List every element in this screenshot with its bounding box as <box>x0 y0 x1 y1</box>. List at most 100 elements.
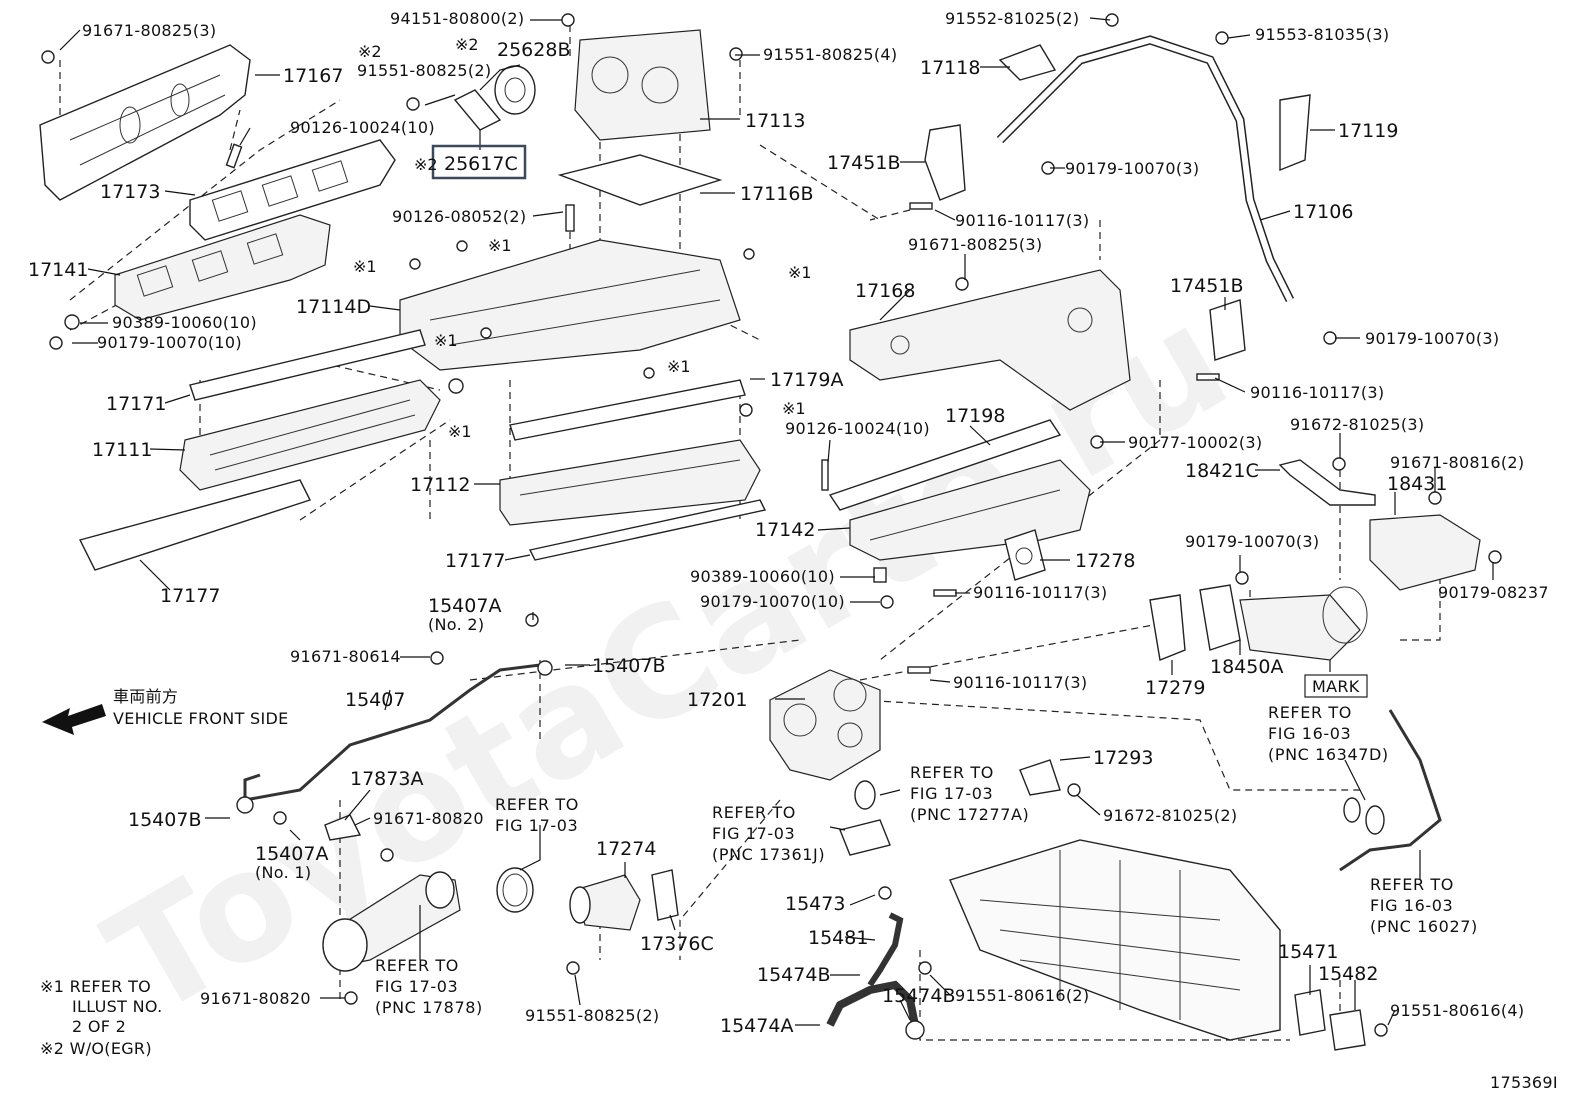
label-17113: 17113 <box>745 110 805 132</box>
highlight-box-25617C <box>431 144 527 180</box>
note-x1: ※1 <box>434 331 458 350</box>
label-17177-right: 17177 <box>445 550 505 572</box>
legend: ※1 REFER TO ILLUST NO. 2 OF 2 ※2 W/O(EGR… <box>40 977 162 1058</box>
label-fastener: 90389-10060(10) <box>112 313 257 332</box>
label-15407: 15407 <box>345 689 405 711</box>
refer-3-line3: (PNC 17361J) <box>712 845 825 864</box>
legend-note1-line1: ※1 REFER TO <box>40 977 151 996</box>
label-18450A: 18450A <box>1210 656 1283 678</box>
label-17293: 17293 <box>1093 747 1153 769</box>
label-fastener: 90179-10070(10) <box>97 333 242 352</box>
label-18431: 18431 <box>1387 473 1447 495</box>
label-17106: 17106 <box>1293 201 1353 223</box>
mark-box <box>1304 674 1368 698</box>
intake-17114D <box>399 239 741 371</box>
engine-block <box>949 839 1281 1041</box>
label-fastener: 91551-80825(2) <box>357 61 491 80</box>
label-fastener: 91551-80616(2) <box>955 986 1089 1005</box>
throttle-body-17113 <box>574 29 711 141</box>
label-15481: 15481 <box>808 927 868 949</box>
label-fastener: 91671-80614 <box>290 647 401 666</box>
turbocharger-17201 <box>769 669 881 781</box>
front-label-jp: 車両前方 <box>113 687 178 706</box>
note-x1: ※1 <box>788 263 812 282</box>
refer-1-line2: FIG 16-03 <box>1268 724 1351 743</box>
label-17198: 17198 <box>945 405 1005 427</box>
label-fastener: 90389-10060(10) <box>690 567 835 586</box>
label-fastener: 91553-81035(3) <box>1255 25 1389 44</box>
insulator-18431 <box>1369 514 1481 591</box>
label-fastener: 90126-10024(10) <box>290 118 435 137</box>
vehicle-front-indicator: 車両前方 VEHICLE FRONT SIDE <box>42 687 288 735</box>
pipe-16027 <box>1339 709 1442 872</box>
intake-hose <box>322 871 461 972</box>
label-fastener: 91672-81025(3) <box>1290 415 1424 434</box>
label-17111: 17111 <box>92 439 152 461</box>
label-17112: 17112 <box>410 474 470 496</box>
label-fastener: 91551-80825(4) <box>763 45 897 64</box>
figure-id: 175369I <box>1490 1073 1558 1092</box>
egr-pipe-17106 <box>996 35 1311 303</box>
refer-5-line1: REFER TO <box>375 956 459 975</box>
oil-return-hoses <box>826 912 925 1040</box>
label-fastener: 91671-80820 <box>373 809 484 828</box>
bracket-17873A <box>324 814 362 841</box>
gasket-17177-right <box>528 499 767 561</box>
label-17119: 17119 <box>1338 120 1398 142</box>
refer-blocks: REFER TO FIG 16-03 (PNC 16347D) REFER TO… <box>375 703 1477 1017</box>
gasket-17177-left <box>78 479 311 571</box>
label-fastener: 91671-80820 <box>200 989 311 1008</box>
label-17173: 17173 <box>100 181 160 203</box>
label-15474A: 15474A <box>720 1015 793 1037</box>
label-15407B-left: 15407B <box>128 809 201 831</box>
label-fastener: 90179-10070(10) <box>700 592 845 611</box>
inlet-pipe-17274 <box>569 874 641 931</box>
label-fastener: 90116-10117(3) <box>973 583 1107 602</box>
refer-5-line3: (PNC 17878) <box>375 998 483 1017</box>
refer-5-line2: FIG 17-03 <box>375 977 458 996</box>
refer-2-line2: FIG 17-03 <box>910 784 993 803</box>
note-x2: ※2 <box>455 35 479 54</box>
label-17376C: 17376C <box>640 933 714 955</box>
bracket-18421C <box>1278 459 1376 506</box>
refer-3-line2: FIG 17-03 <box>712 824 795 843</box>
label-17118: 17118 <box>920 57 980 79</box>
bracket-17293 <box>1019 759 1061 796</box>
note-x1: ※1 <box>782 399 806 418</box>
gasket-17376C <box>651 869 679 921</box>
heat-insulator-17168 <box>849 269 1131 411</box>
label-fastener: 90179-10070(3) <box>1365 329 1499 348</box>
label-fastener: 91551-80825(2) <box>525 1006 659 1025</box>
note-x1: ※1 <box>667 357 691 376</box>
refer-4-line1: REFER TO <box>495 795 579 814</box>
label-fastener: 91552-81025(2) <box>945 9 1079 28</box>
oil-pipe-15407 <box>236 660 553 814</box>
gasket-17116B <box>557 154 723 206</box>
note-x1: ※1 <box>353 257 377 276</box>
leader-lines <box>59 17 1494 1026</box>
label-fastener: 94151-80800(2) <box>390 9 524 28</box>
label-17451B-right: 17451B <box>1170 275 1243 297</box>
gasket-17278 <box>1004 529 1046 581</box>
oil-cover-15471 <box>1294 989 1366 1051</box>
label-17278: 17278 <box>1075 550 1135 572</box>
label-18421C: 18421C <box>1185 460 1259 482</box>
gasket-17198 <box>828 419 1062 511</box>
fastener-marks <box>41 13 1502 1037</box>
label-fastener: 90126-08052(2) <box>392 207 526 226</box>
catalytic-converter-18450A <box>1149 584 1368 661</box>
label-17451B-top: 17451B <box>827 152 900 174</box>
label-17274: 17274 <box>596 838 656 860</box>
legend-note2: ※2 W/O(EGR) <box>40 1039 152 1058</box>
label-15407A-top: 15407A <box>428 595 501 617</box>
label-17201: 17201 <box>687 689 747 711</box>
note-x2: ※2 <box>358 42 382 61</box>
heat-insulator-17167 <box>39 44 251 201</box>
sub-no2: (No. 2) <box>428 615 484 634</box>
label-fastener: 90179-10070(3) <box>1185 532 1319 551</box>
refer-6-line1: REFER TO <box>1370 875 1454 894</box>
label-17168: 17168 <box>855 280 915 302</box>
note-x1: ※1 <box>448 422 472 441</box>
refer-2-line3: (PNC 17277A) <box>910 805 1029 824</box>
label-15473: 15473 <box>785 893 845 915</box>
